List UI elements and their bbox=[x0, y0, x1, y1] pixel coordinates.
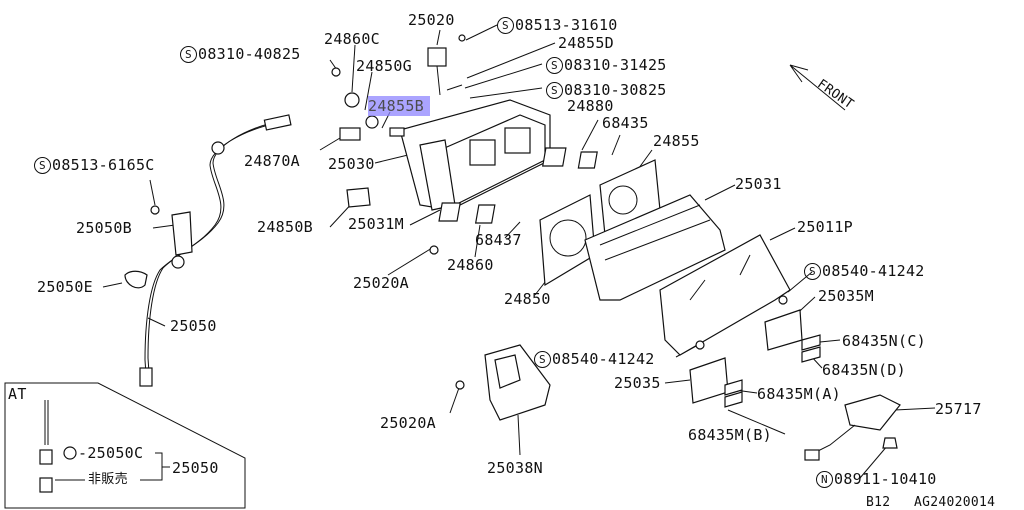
label-25035: 25035 bbox=[614, 374, 661, 392]
part-number: 08513-31610 bbox=[515, 16, 618, 34]
label-24850B: 24850B bbox=[257, 218, 313, 236]
footer-code-left: B12 bbox=[866, 495, 891, 510]
label-68435M-B: 68435M(B) bbox=[688, 426, 772, 444]
label-24855B-highlighted[interactable]: 24855B bbox=[368, 96, 430, 116]
inset-label-25050: 25050 bbox=[172, 459, 219, 477]
part-number: 08911-10410 bbox=[834, 470, 937, 488]
s-symbol-icon: S bbox=[497, 17, 514, 34]
label-25020A-top: 25020A bbox=[353, 274, 409, 292]
part-number: 08513-6165C bbox=[52, 156, 155, 174]
label-24850: 24850 bbox=[504, 290, 551, 308]
label-24880: 24880 bbox=[567, 97, 614, 115]
label-25050: 25050 bbox=[170, 317, 217, 335]
s-symbol-icon: S bbox=[546, 82, 563, 99]
part-number: 08540-41242 bbox=[552, 350, 655, 368]
label-24850G: 24850G bbox=[356, 57, 412, 75]
label-25717: 25717 bbox=[935, 400, 982, 418]
part-number: 08540-41242 bbox=[822, 262, 925, 280]
label-25035M: 25035M bbox=[818, 287, 874, 305]
inset-label-25050C: -25050C bbox=[78, 444, 144, 462]
label-24870A: 24870A bbox=[244, 152, 300, 170]
label-25020A-bottom: 25020A bbox=[380, 414, 436, 432]
s-symbol-icon: S bbox=[804, 263, 821, 280]
label-68435M-A: 68435M(A) bbox=[757, 385, 841, 403]
label-25050B: 25050B bbox=[76, 219, 132, 237]
label-25050E: 25050E bbox=[37, 278, 93, 296]
footer-code-right: AG24020014 bbox=[914, 495, 996, 510]
s-symbol-icon: S bbox=[546, 57, 563, 74]
label-68435: 68435 bbox=[602, 114, 649, 132]
label-25031M: 25031M bbox=[348, 215, 404, 233]
label-24860: 24860 bbox=[447, 256, 494, 274]
s-symbol-icon: S bbox=[180, 46, 197, 63]
label-25020: 25020 bbox=[408, 11, 455, 29]
label-24860C: 24860C bbox=[324, 30, 380, 48]
s-symbol-icon: S bbox=[34, 157, 51, 174]
label-25038N: 25038N bbox=[487, 459, 543, 477]
part-number: 08310-31425 bbox=[564, 56, 667, 74]
leader-lines bbox=[102, 24, 936, 479]
label-25030: 25030 bbox=[328, 155, 375, 173]
label-68437: 68437 bbox=[475, 231, 522, 249]
s-symbol-icon: S bbox=[534, 351, 551, 368]
label-24855: 24855 bbox=[653, 132, 700, 150]
part-number: 08310-30825 bbox=[564, 81, 667, 99]
part-number: 08310-40825 bbox=[198, 45, 301, 63]
inset-title: AT bbox=[8, 385, 27, 403]
n-symbol-icon: N bbox=[816, 471, 833, 488]
label-25011P: 25011P bbox=[797, 218, 853, 236]
label-68435N-C: 68435N(C) bbox=[842, 332, 926, 350]
label-68435N-D: 68435N(D) bbox=[822, 361, 906, 379]
inset-note: 非販売 bbox=[88, 472, 128, 487]
label-24855D: 24855D bbox=[558, 34, 614, 52]
label-25031: 25031 bbox=[735, 175, 782, 193]
